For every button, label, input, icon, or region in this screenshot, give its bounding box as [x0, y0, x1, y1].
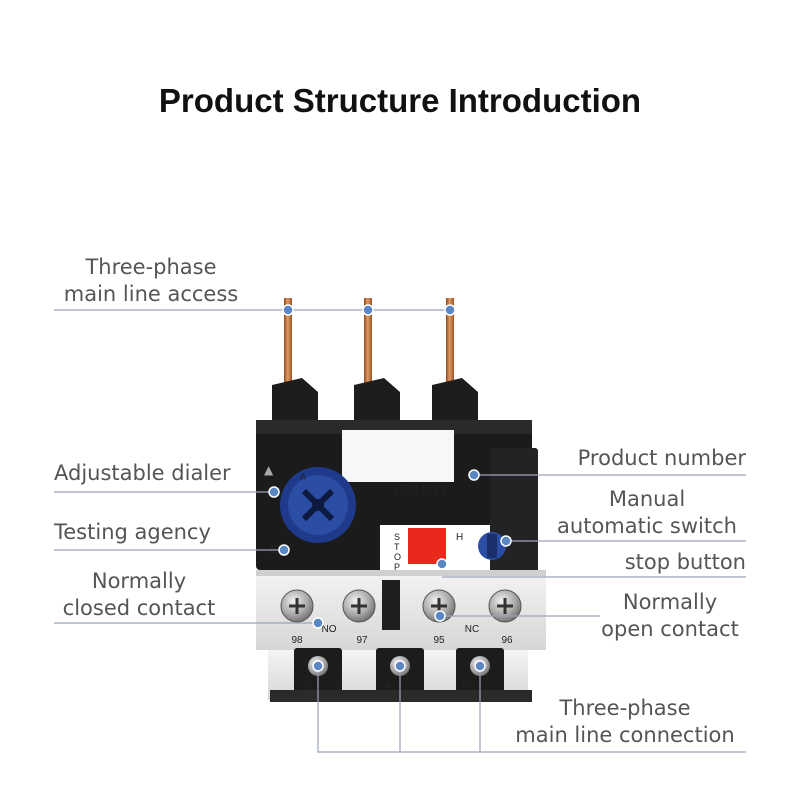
- bottom-number-6: 6: [462, 677, 470, 693]
- bottom-number-4: 4: [384, 677, 392, 693]
- product-label-sticker: [342, 430, 454, 482]
- h-marking: H: [456, 532, 463, 543]
- label-manual-automatic-switch: Manual automatic switch: [557, 487, 737, 538]
- terminal-95: 95: [433, 635, 445, 646]
- page-title: Product Structure Introduction: [158, 82, 642, 119]
- stop-button-shape[interactable]: [408, 528, 446, 564]
- bottom-code-t3: T3: [488, 681, 501, 693]
- label-three-phase-access: Three-phase main line access: [63, 255, 239, 306]
- label-normally-open: Normally open contact: [601, 590, 739, 641]
- manual-automatic-switch[interactable]: [478, 532, 506, 560]
- label-testing-agency: Testing agency: [54, 520, 211, 544]
- pin-3: [446, 298, 454, 388]
- leader-lines: [54, 309, 746, 753]
- warning-triangle-icon: ▲: [264, 463, 274, 477]
- model-marking: LR2 D13: [394, 482, 445, 497]
- no-marking: NO: [322, 624, 337, 635]
- svg-text:A: A: [300, 472, 306, 482]
- terminal-98: 98: [291, 635, 303, 646]
- label-adjustable-dialer: Adjustable dialer: [54, 461, 231, 485]
- copper-pins: [284, 298, 454, 388]
- pin-2: [364, 298, 372, 388]
- label-stop-button: stop button: [624, 550, 746, 574]
- pin-1: [284, 298, 292, 388]
- label-three-phase-connection: Three-phase main line connection: [515, 696, 735, 747]
- terminal-97: 97: [356, 635, 368, 646]
- bottom-number-2: 2: [302, 677, 310, 693]
- bottom-code-t2: T2: [408, 681, 421, 693]
- nc-marking: NC: [465, 624, 479, 635]
- reset-marking: RESET: [530, 520, 539, 547]
- bottom-code-t1: T1: [328, 681, 341, 693]
- marker-dots: [268, 304, 512, 672]
- terminal-96: 96: [501, 635, 513, 646]
- label-product-number: Product number: [577, 446, 746, 470]
- upper-screws: [280, 589, 522, 623]
- a-marking: A: [518, 528, 524, 538]
- label-normally-closed: Normally closed contact: [62, 569, 216, 620]
- adjustable-dial: A: [280, 467, 356, 543]
